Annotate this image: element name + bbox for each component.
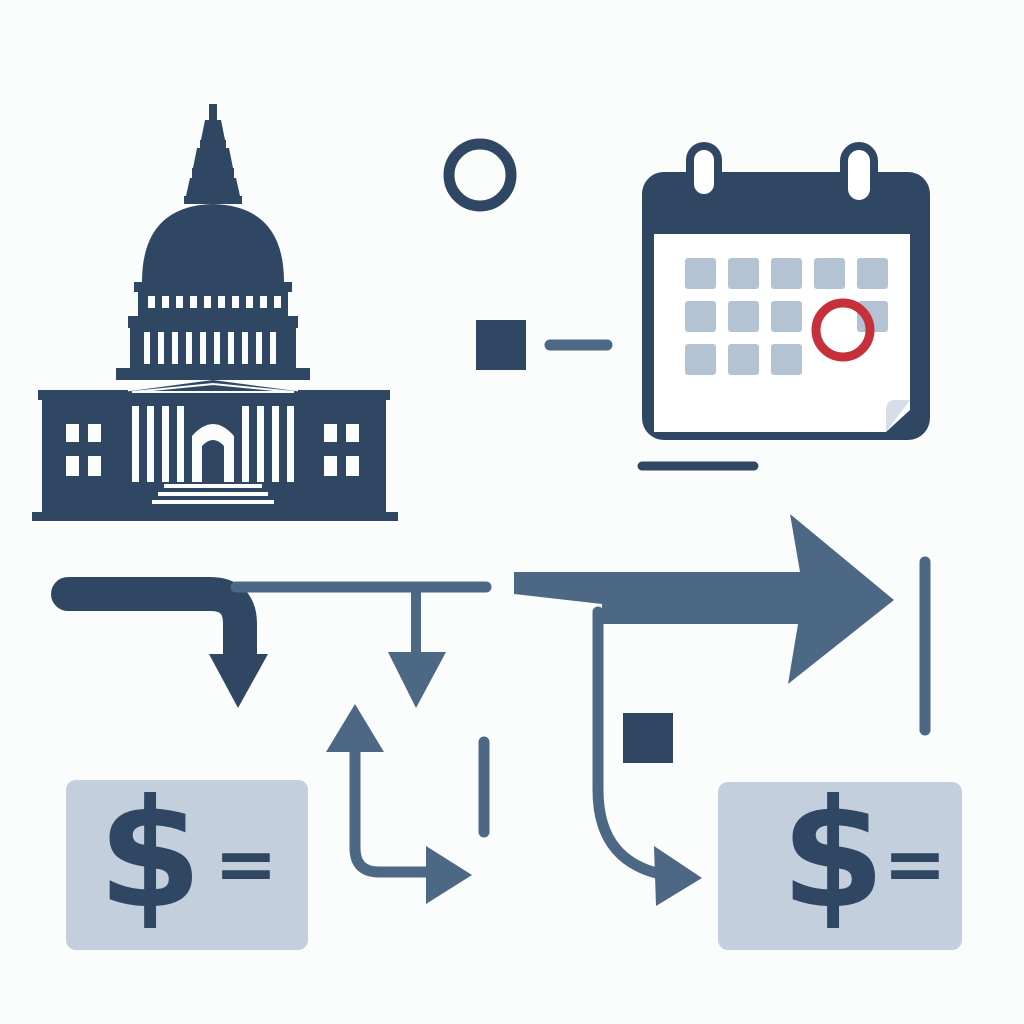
calendar-day-cell xyxy=(857,258,888,289)
circle-marker-icon xyxy=(443,138,517,212)
dollar-sign-left: $ xyxy=(98,768,202,942)
calendar-icon xyxy=(642,142,930,440)
arrow-curve-head xyxy=(654,846,702,906)
arrow-right-bottom-head xyxy=(426,846,472,904)
calendar-day-cell xyxy=(685,258,716,289)
arrow-down-mid-head xyxy=(388,652,446,708)
calendar-day-cell xyxy=(814,258,845,289)
calendar-day-cell xyxy=(685,344,716,375)
calendar-day-cell xyxy=(771,258,802,289)
flow-main-bar xyxy=(51,577,257,677)
calendar-highlight-ring xyxy=(811,298,875,362)
capitol-door xyxy=(202,440,224,482)
square-marker-small xyxy=(623,713,673,763)
calendar-day-cell xyxy=(728,301,759,332)
square-marker-icon xyxy=(476,320,526,370)
equals-sign-left: = xyxy=(214,819,278,908)
big-arrow-right xyxy=(514,514,894,684)
flow-curve-right xyxy=(592,606,678,882)
calendar-day-cell xyxy=(771,301,802,332)
equals-sign-right: = xyxy=(883,819,947,908)
money-card-left: $ = xyxy=(66,768,308,950)
money-card-right: $ = xyxy=(718,768,962,950)
dollar-sign-right: $ xyxy=(781,768,885,942)
calendar-day-cell xyxy=(685,301,716,332)
calendar-day-cell xyxy=(771,344,802,375)
calendar-day-cell xyxy=(728,258,759,289)
arrow-down-left-head xyxy=(209,654,268,708)
calendar-day-cell xyxy=(728,344,759,375)
calendar-grid xyxy=(685,258,888,375)
arrow-up-head xyxy=(326,704,384,752)
flow-return-line xyxy=(349,740,440,878)
